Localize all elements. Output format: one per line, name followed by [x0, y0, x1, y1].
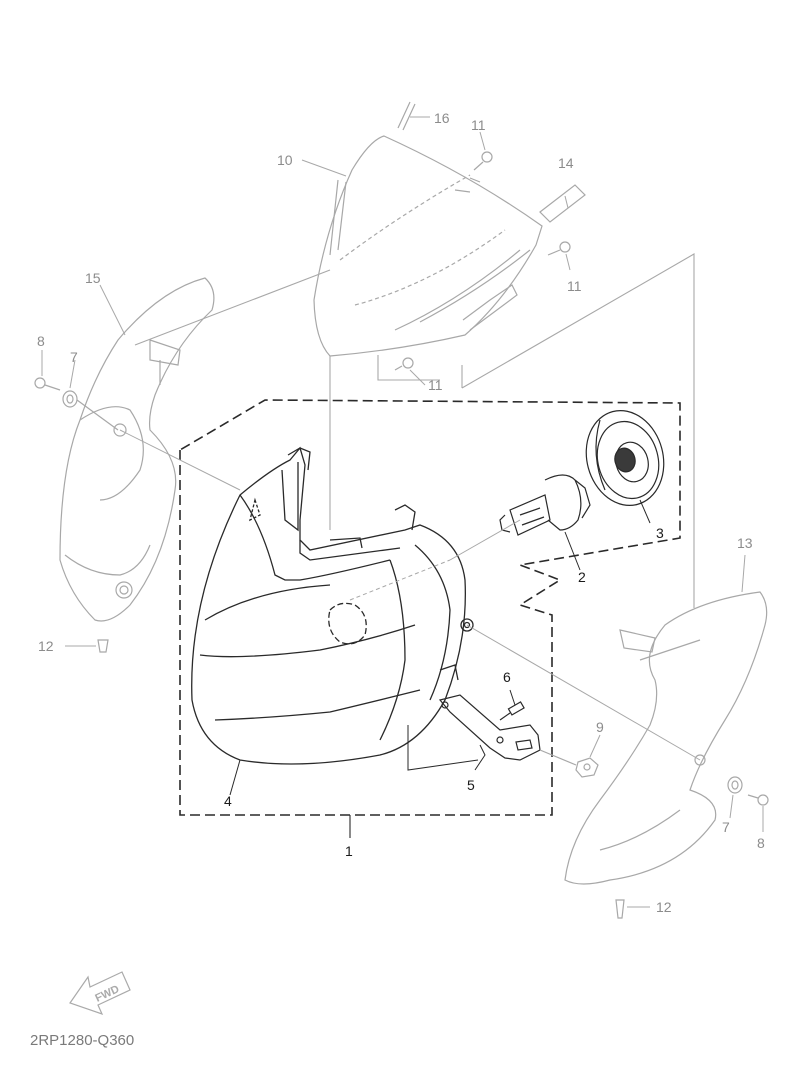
- headlight-housing: [191, 446, 474, 765]
- callout-7-left: 7: [70, 349, 78, 365]
- callout-11-bottom: 11: [428, 377, 443, 393]
- leader-lines: [41, 116, 764, 908]
- callout-7-right: 7: [722, 819, 730, 835]
- trim-14: [539, 184, 586, 223]
- forward-arrow-icon: FWD: [69, 971, 131, 1016]
- callout-8-left: 8: [37, 333, 45, 349]
- callout-15: 15: [85, 270, 101, 286]
- callout-1: 1: [345, 843, 353, 859]
- callout-12-left: 12: [38, 638, 54, 654]
- nut-9: [539, 749, 599, 778]
- callout-12-right: 12: [656, 899, 672, 915]
- windshield-rails: [134, 253, 695, 608]
- headlight-bulb: [499, 474, 591, 536]
- callout-5: 5: [467, 777, 475, 793]
- callout-10: 10: [277, 152, 293, 168]
- callout-4: 4: [224, 793, 232, 809]
- bolt-6: [499, 701, 525, 721]
- headlight-assembly-outline: [179, 399, 681, 816]
- callout-2: 2: [578, 569, 586, 585]
- callout-8-right: 8: [757, 835, 765, 851]
- windshield: [313, 135, 543, 357]
- screw-8-right: [747, 794, 769, 806]
- screw-8-left: [34, 377, 61, 391]
- collar-7-right: [727, 776, 743, 794]
- forward-label: FWD: [93, 983, 121, 1004]
- screw-11-right: [547, 241, 571, 256]
- bulb-socket-cover: [585, 410, 665, 506]
- grommet-12-right: [615, 899, 625, 919]
- callout-13: 13: [737, 535, 753, 551]
- left-side-cowl: [59, 277, 215, 622]
- diagram-code: 2RP1280-Q360: [30, 1032, 134, 1049]
- screw-11-bottom: [394, 357, 414, 371]
- collar-7-left: [62, 390, 119, 431]
- strip-16: [397, 101, 416, 131]
- callout-9: 9: [596, 719, 604, 735]
- callout-11-right: 11: [567, 278, 582, 294]
- callout-11-top: 11: [471, 117, 486, 133]
- callout-16: 16: [434, 110, 450, 126]
- right-side-cowl: [564, 591, 768, 885]
- callout-14: 14: [558, 155, 574, 171]
- callout-3: 3: [656, 525, 664, 541]
- mounting-bracket: [438, 694, 541, 761]
- grommet-12-left: [97, 639, 109, 653]
- screw-11-top: [473, 151, 493, 171]
- callout-6: 6: [503, 669, 511, 685]
